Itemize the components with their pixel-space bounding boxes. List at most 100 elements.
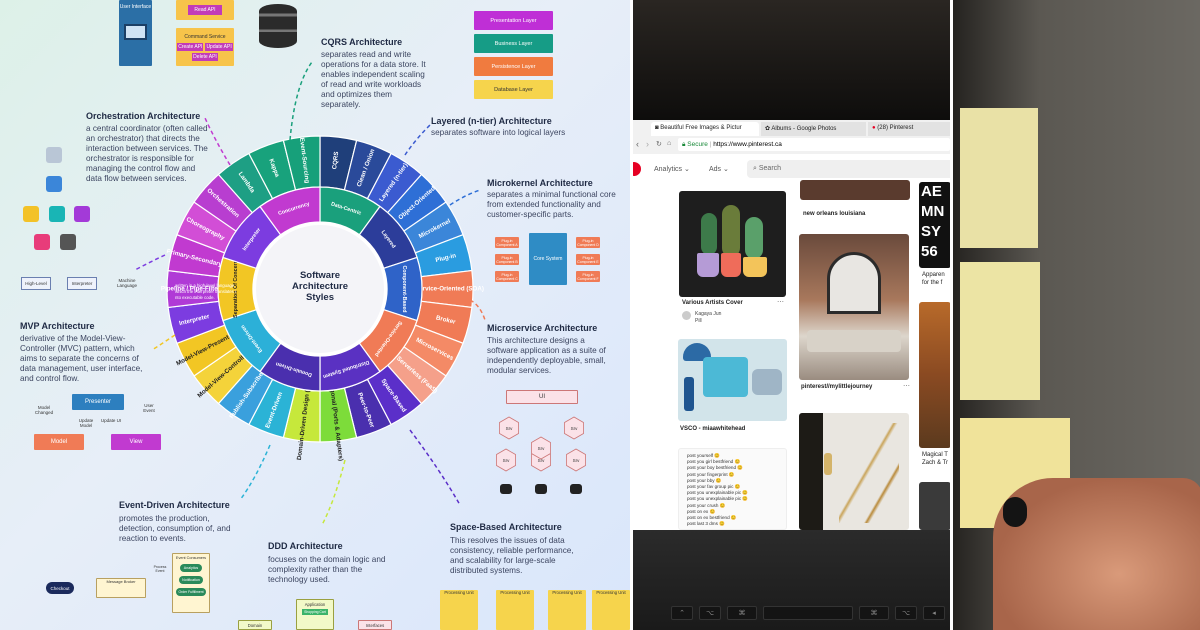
- hand-photo: [993, 478, 1200, 630]
- process-event-label: Process Event: [153, 565, 167, 573]
- interp-machine: Machine Language: [116, 278, 138, 288]
- pin-title: Various Artists Cover: [682, 300, 743, 306]
- tab-pinterest[interactable]: ● (28) Pinterest: [868, 122, 950, 136]
- cube-icon: [74, 206, 90, 222]
- cube-icon: [46, 176, 62, 192]
- shirt-illustration: [703, 357, 748, 397]
- keyboard-key: ⌃: [671, 606, 693, 620]
- address-bar[interactable]: 🔒︎ Secure | https://www.pinterest.ca: [678, 138, 950, 151]
- home-icon[interactable]: ⌂: [667, 140, 672, 147]
- nav-ads[interactable]: Ads ⌄: [709, 165, 729, 173]
- back-icon[interactable]: ‹: [636, 139, 639, 149]
- wheel-center: [256, 225, 384, 353]
- lock-icon: 🔒︎: [682, 141, 686, 148]
- chat-line: post your bby 😊: [687, 477, 722, 483]
- event-driven-desc: promotes the production, detection, cons…: [119, 514, 231, 543]
- wheel-title-line: Architecture: [292, 281, 348, 292]
- monitor-icon: [124, 24, 147, 40]
- plugin-e: Plug-in Component E: [576, 254, 600, 265]
- keyboard-key: [763, 606, 853, 620]
- panel-separator: [630, 0, 633, 630]
- service-node: [566, 448, 586, 472]
- service-node: [496, 448, 516, 472]
- interpreter-note: nto executable code.: [175, 295, 215, 300]
- create-api-label: Create API: [177, 42, 204, 51]
- nail: [1003, 497, 1027, 527]
- pin-interior[interactable]: [799, 234, 909, 380]
- chevron-down-icon: ⌄: [723, 166, 729, 173]
- avatar[interactable]: [682, 311, 691, 320]
- pin-title: VSCO - miaawhitehead: [680, 426, 746, 432]
- forward-icon[interactable]: ›: [646, 139, 649, 149]
- cactus-illustration: [745, 217, 763, 259]
- pot-illustration: [721, 253, 741, 277]
- chat-line: post yourself 😊: [687, 453, 721, 458]
- pin-title: new orleans louisiana: [803, 211, 866, 217]
- chat-line: post last 3 dms 😊: [687, 521, 725, 527]
- wheel-inner-label: Component-Based: [401, 265, 407, 312]
- pin-chat-screenshot[interactable]: post yourself 😊post you girl bestfriend …: [678, 448, 787, 530]
- ddd-desc: focuses on the domain logic and complexi…: [268, 555, 386, 584]
- cube-icon: [23, 206, 39, 222]
- search-placeholder: Search: [758, 165, 782, 172]
- wheel-inner-label: Separation Of Concern: [233, 260, 239, 318]
- microservice-title: Microservice Architecture: [487, 323, 598, 333]
- letters-row: AE: [921, 183, 942, 200]
- orchestration-desc: a central coordinator (often called an o…: [86, 124, 208, 183]
- window-illustration: [827, 252, 881, 314]
- chat-line: post on ex bestfriend 😊: [687, 515, 737, 521]
- search-input[interactable]: ⌕ Search: [747, 160, 950, 178]
- screen-bezel: [633, 0, 950, 120]
- nav-analytics[interactable]: Analytics ⌄: [654, 165, 690, 173]
- cactus-illustration: [701, 213, 717, 255]
- pin-marble[interactable]: [799, 413, 909, 530]
- pin-new-orleans[interactable]: [800, 180, 910, 200]
- architecture-infographic: User Interface Read API Command Service …: [0, 0, 630, 630]
- wheel-outer-label: Plug-in: [435, 252, 457, 264]
- cqrs-desc: separates read and write operations for …: [321, 50, 426, 109]
- wheel-outer-label: CQRS: [331, 151, 340, 170]
- chat-line: post your boy bestfriend 😊: [687, 465, 744, 471]
- pin-dark[interactable]: [919, 482, 950, 530]
- wheel-outer-label: Service-Oriented (SOA): [415, 286, 484, 293]
- hat-illustration: [683, 343, 711, 361]
- mvp-desc: derivative of the Model-View-Controller …: [20, 334, 143, 383]
- mvp-update-ui: Update UI: [100, 418, 122, 423]
- service-label: Srv: [573, 458, 581, 463]
- chat-line: post you girl bestfriend 😊: [687, 459, 741, 465]
- more-icon[interactable]: ⋯: [903, 383, 910, 390]
- database-icon: [259, 4, 297, 48]
- processing-unit-3: Processing Unit: [548, 590, 586, 630]
- event-driven-title: Event-Driven Architecture: [119, 500, 230, 510]
- pin-letters[interactable]: AE MN SY 56: [919, 182, 950, 268]
- ddd-cart-label: Shopping Cart: [302, 609, 328, 615]
- tab-unsplash[interactable]: ◙ Beautiful Free Images & Pictur: [651, 122, 759, 136]
- consumer-notification: Notification: [179, 576, 203, 584]
- view-box: View: [111, 434, 161, 450]
- service-label: Srv: [538, 446, 546, 451]
- reload-icon[interactable]: ↻: [656, 141, 662, 148]
- connector-layered: [404, 124, 431, 156]
- legend-business: Business Layer: [474, 34, 553, 53]
- pin-autumn[interactable]: [919, 302, 950, 448]
- pin-various-artists[interactable]: [679, 191, 786, 297]
- cube-icon: [49, 206, 65, 222]
- pin-vsco[interactable]: [678, 339, 787, 421]
- tab-google-photos[interactable]: ✿ Albums - Google Photos: [761, 122, 866, 136]
- space-based-title: Space-Based Architecture: [450, 522, 562, 532]
- chat-line: post your fav group pic 😊: [687, 484, 741, 490]
- chat-line: post on ex 😊: [687, 508, 716, 514]
- ddd-app-label: Application: [304, 602, 326, 607]
- microservice-desc: This architecture designs a software app…: [487, 336, 606, 375]
- pinterest-logo-icon[interactable]: [633, 162, 641, 176]
- pot-illustration: [697, 253, 719, 277]
- mvp-title: MVP Architecture: [20, 321, 95, 331]
- url-text: https://www.pinterest.ca: [713, 141, 782, 148]
- search-icon: ⌕: [753, 165, 757, 172]
- sticky-note: [960, 262, 1040, 400]
- orchestration-title: Orchestration Architecture: [86, 111, 201, 121]
- more-icon[interactable]: ⋯: [777, 299, 784, 306]
- lamp-illustration: [824, 453, 832, 475]
- tab-label: Albums - Google Photos: [771, 126, 837, 132]
